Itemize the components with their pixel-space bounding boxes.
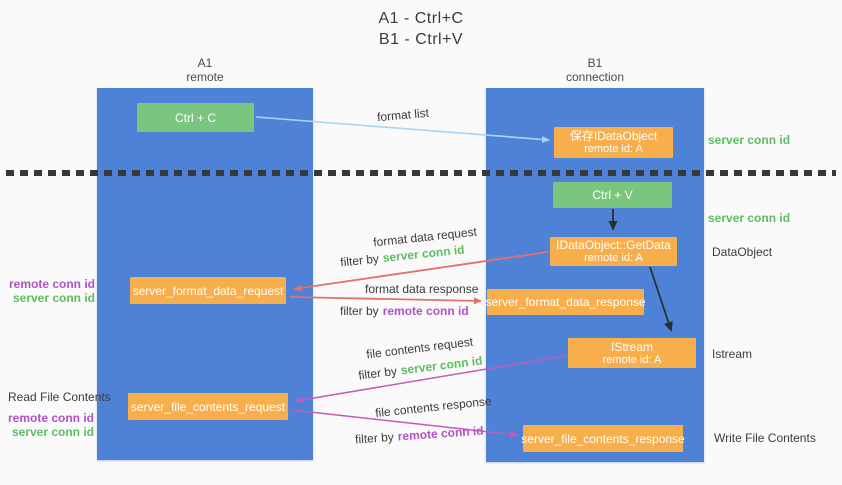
filter-by-text: filter by	[354, 429, 395, 447]
side-label-server-conn-id-file: server conn id	[11, 425, 94, 439]
node-save-idataobject-line1: 保存IDataObject	[569, 129, 658, 143]
arrow-format-data-request	[293, 251, 549, 292]
edge-label-format-data-response: format data response	[365, 282, 479, 296]
side-label-remote-conn-id-format: remote conn id	[8, 277, 95, 291]
remote-conn-id-text: remote conn id	[382, 304, 469, 318]
node-server-format-data-response: server_format_data_response	[485, 289, 646, 315]
node-istream-line1: IStream	[610, 339, 653, 354]
arrow-file-contents-request	[295, 355, 565, 404]
title-line-1: A1 - Ctrl+C	[378, 10, 464, 27]
diagram-title: A1 - Ctrl+C B1 - Ctrl+V	[0, 8, 842, 50]
node-server-file-contents-request: server_file_contents_request	[128, 393, 288, 420]
lane-header-a1: A1 remote	[97, 56, 313, 84]
side-label-istream: Istream	[712, 347, 753, 361]
arrow-format-list	[255, 116, 550, 143]
side-label-server-conn-id-top: server conn id	[708, 133, 791, 147]
arrow-file-contents-response	[291, 409, 518, 438]
section-divider-dotted-line	[6, 170, 836, 176]
node-ctrl-c: Ctrl + C	[137, 103, 254, 132]
lane-header-b1: B1 connection	[486, 56, 704, 84]
node-save-idataobject-line2: remote id: A	[584, 143, 643, 155]
node-istream-line2: remote id: A	[602, 353, 662, 366]
node-ctrl-v: Ctrl + V	[553, 182, 672, 208]
title-line-2: B1 - Ctrl+V	[378, 31, 464, 48]
lane-a1-subtitle: remote	[186, 70, 224, 84]
lane-b1-subtitle: connection	[565, 70, 625, 84]
filter-by-text: filter by	[340, 304, 379, 318]
arrow-format-data-response	[289, 296, 482, 305]
node-idataobject-getdata: IDataObject::GetData remote id: A	[550, 237, 677, 266]
lane-a1-name: A1	[197, 56, 213, 70]
node-istream: IStream remote id: A	[568, 338, 696, 368]
side-label-server-conn-id-format: server conn id	[12, 291, 95, 305]
side-label-dataobject: DataObject	[712, 245, 773, 259]
side-label-read-file-contents: Read File Contents	[8, 390, 111, 404]
side-label-server-conn-id-mid: server conn id	[708, 211, 791, 225]
lane-b1-name: B1	[587, 56, 603, 70]
node-getdata-line1: IDataObject::GetData	[556, 238, 671, 252]
side-label-remote-conn-id-file: remote conn id	[7, 411, 94, 425]
node-server-file-contents-response: server_file_contents_response	[521, 425, 685, 452]
node-getdata-line2: remote id: A	[584, 252, 643, 264]
node-server-format-data-request: server_format_data_request	[130, 277, 286, 304]
arrow-getdata-to-istream	[649, 266, 673, 332]
node-save-idataobject: 保存IDataObject remote id: A	[554, 127, 673, 158]
side-label-write-file-contents: Write File Contents	[714, 431, 816, 445]
